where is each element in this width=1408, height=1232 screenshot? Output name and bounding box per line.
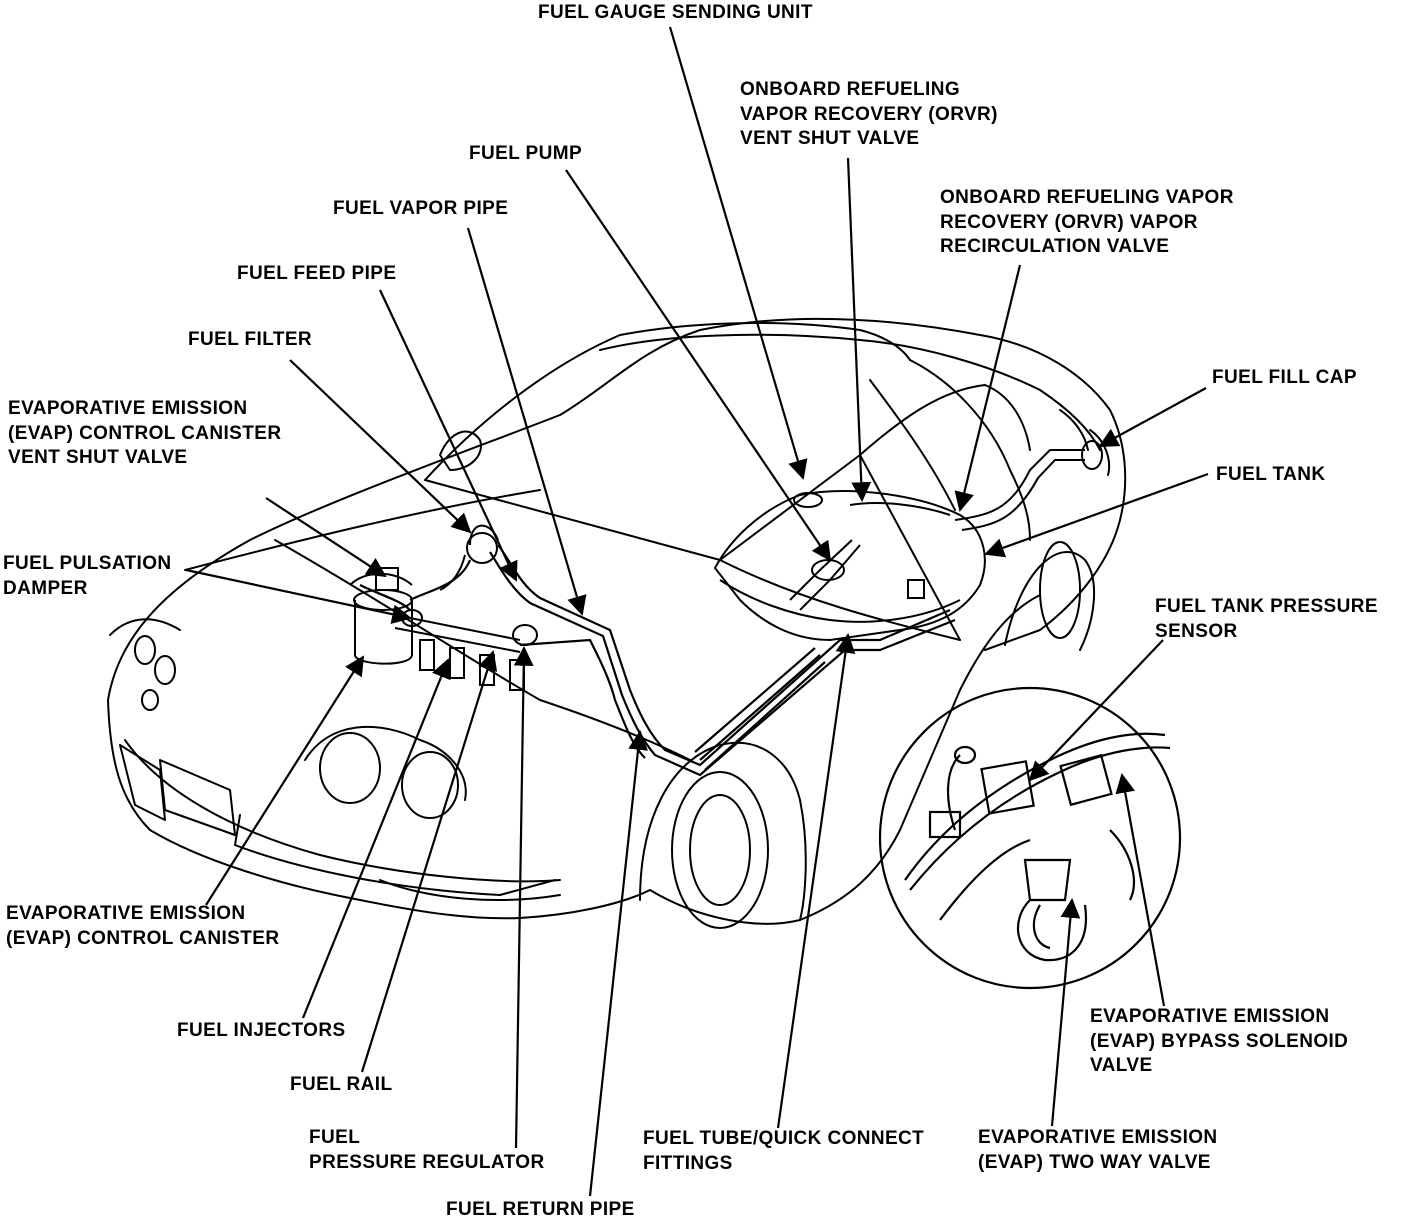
leader-fuel-pressure-regulator	[513, 646, 534, 1149]
detail-inset	[878, 686, 1182, 990]
label-fuel-tank: FUEL TANK	[1216, 464, 1326, 485]
leader-orvr-vent-shut-valve	[846, 157, 872, 502]
leader-fuel-vapor-pipe	[466, 227, 587, 616]
fuel-tank	[713, 449, 1085, 642]
label-fuel-injectors: FUEL INJECTORS	[177, 1020, 346, 1041]
engine-bay-components	[349, 524, 538, 691]
car-body	[107, 317, 1127, 929]
leader-fuel-gauge-sending-unit	[668, 26, 808, 480]
leader-fuel-tank	[984, 472, 1209, 558]
leader-fuel-feed-pipe	[379, 289, 518, 582]
label-evap-bypass-solenoid-valve: EVAPORATIVE EMISSION (EVAP) BYPASS SOLEN…	[1090, 1006, 1349, 1076]
label-fuel-gauge-sending-unit: FUEL GAUGE SENDING UNIT	[538, 2, 813, 23]
label-fuel-vapor-pipe: FUEL VAPOR PIPE	[333, 198, 509, 219]
leader-fuel-rail	[360, 650, 498, 1073]
label-fuel-fill-cap: FUEL FILL CAP	[1212, 367, 1357, 388]
leader-fuel-tank-pressure-sensor	[1028, 639, 1164, 782]
leader-lines	[185, 26, 1209, 1197]
label-fuel-pump: FUEL PUMP	[469, 143, 583, 164]
fuel-fill-cap-drawing	[1081, 440, 1103, 470]
label-evap-control-canister: EVAPORATIVE EMISSION (EVAP) CONTROL CANI…	[6, 903, 280, 949]
label-fuel-pressure-regulator: FUEL PRESSURE REGULATOR	[309, 1127, 545, 1173]
leader-evap-control-canister	[205, 655, 365, 906]
label-orvr-vapor-recirculation-valve: ONBOARD REFUELING VAPOR RECOVERY (ORVR) …	[940, 187, 1234, 257]
label-evap-canister-vent-shut-valve: EVAPORATIVE EMISSION (EVAP) CONTROL CANI…	[8, 398, 282, 468]
leader-evap-vent-shut-valve	[265, 497, 387, 578]
label-fuel-filter: FUEL FILTER	[188, 329, 313, 350]
leader-fuel-injectors	[301, 658, 451, 1019]
label-fuel-feed-pipe: FUEL FEED PIPE	[237, 263, 397, 284]
leader-fuel-filter	[289, 359, 472, 534]
leader-fuel-tube-quick-connect	[776, 633, 856, 1129]
leader-fuel-pump	[565, 169, 832, 562]
label-fuel-return-pipe: FUEL RETURN PIPE	[446, 1199, 635, 1220]
leader-fuel-return-pipe	[588, 730, 648, 1197]
leader-fuel-fill-cap	[1098, 387, 1207, 447]
leader-evap-two-way-valve	[1050, 898, 1081, 1127]
label-fuel-pulsation-damper: FUEL PULSATION DAMPER	[3, 553, 172, 599]
label-fuel-rail: FUEL RAIL	[290, 1074, 393, 1095]
leader-orvr-recirculation-valve	[954, 264, 1022, 512]
label-fuel-tube-quick-connect-fittings: FUEL TUBE/QUICK CONNECT FITTINGS	[643, 1128, 925, 1174]
label-evap-two-way-valve: EVAPORATIVE EMISSION (EVAP) TWO WAY VALV…	[978, 1127, 1218, 1173]
label-fuel-tank-pressure-sensor: FUEL TANK PRESSURE SENSOR	[1155, 596, 1378, 642]
label-orvr-vent-shut-valve: ONBOARD REFUELING VAPOR RECOVERY (ORVR) …	[740, 79, 998, 149]
leader-evap-bypass-solenoid-valve	[1115, 773, 1166, 1007]
leader-fuel-pulsation-damper	[185, 568, 412, 624]
